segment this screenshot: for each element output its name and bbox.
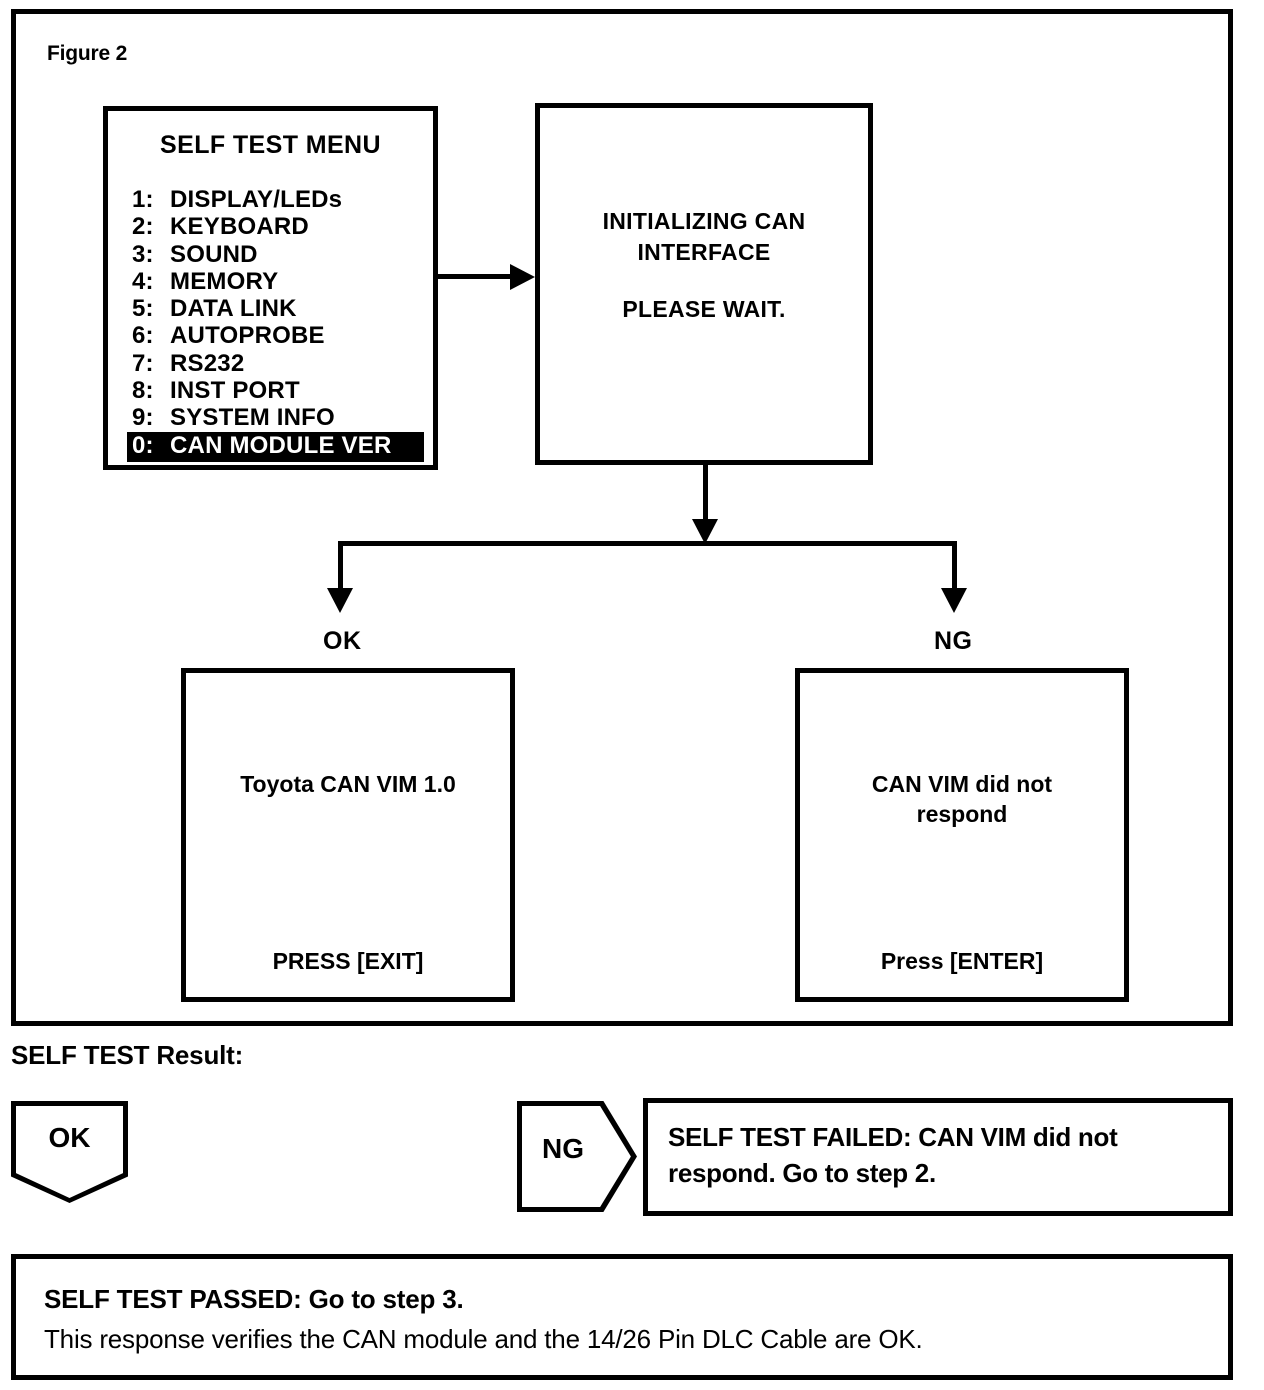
ng-result-message-line2: respond xyxy=(916,801,1008,827)
menu-item-number: 5: xyxy=(132,295,154,323)
self-test-menu-list: 1: DISPLAY/LEDs 2: KEYBOARD 3: SOUND 4: MEMO… xyxy=(108,186,433,462)
menu-item-label: RS232 xyxy=(170,349,245,377)
figure-frame: Figure 2 SELF TEST MENU 1: DISPLAY/LEDs 2… xyxy=(11,9,1233,1026)
arrow-right-icon xyxy=(510,263,535,290)
menu-item-inst-port[interactable]: 8: INST PORT xyxy=(108,377,433,404)
menu-item-sound[interactable]: 3: SOUND xyxy=(108,241,433,268)
ok-result-footer: PRESS [EXIT] xyxy=(272,948,424,974)
result-badge-ok-label: OK xyxy=(48,1122,91,1153)
menu-item-keyboard[interactable]: 2: KEYBOARD xyxy=(108,213,433,240)
connector-ok-branch xyxy=(338,541,343,595)
arrow-down-icon xyxy=(327,588,353,613)
menu-item-display-leds[interactable]: 1: DISPLAY/LEDs xyxy=(108,186,433,213)
menu-item-memory[interactable]: 4: MEMORY xyxy=(108,268,433,295)
menu-item-label: SOUND xyxy=(170,240,258,268)
self-test-menu-title: SELF TEST MENU xyxy=(160,131,381,159)
menu-item-label: SYSTEM INFO xyxy=(170,404,335,432)
menu-item-system-info[interactable]: 9: SYSTEM INFO xyxy=(108,404,433,431)
connector-split-bar xyxy=(338,541,957,546)
menu-item-autoprobe[interactable]: 6: AUTOPROBE xyxy=(108,322,433,349)
branch-label-ng: NG xyxy=(934,627,973,655)
can-initializing-text: INITIALIZING CAN INTERFACE PLEASE WAIT. xyxy=(540,206,868,325)
arrow-down-icon xyxy=(941,588,967,613)
ng-failure-message-text: SELF TEST FAILED: CAN VIM did not respon… xyxy=(668,1119,1216,1191)
menu-item-label: CAN MODULE VER xyxy=(170,431,392,459)
connector-menu-to-can xyxy=(438,274,513,279)
menu-item-data-link[interactable]: 5: DATA LINK xyxy=(108,295,433,322)
ng-result-message: CAN VIM did not respond xyxy=(800,769,1124,829)
ng-result-screen: CAN VIM did not respond Press [ENTER] xyxy=(795,668,1129,1002)
menu-item-label: AUTOPROBE xyxy=(170,322,325,350)
passed-message-box: SELF TEST PASSED: Go to step 3. This res… xyxy=(11,1254,1233,1380)
figure-label: Figure 2 xyxy=(47,42,128,65)
menu-item-rs232[interactable]: 7: RS232 xyxy=(108,350,433,377)
can-init-line2: INTERFACE xyxy=(637,239,771,265)
result-badge-ok: OK xyxy=(11,1101,128,1203)
connector-ng-branch xyxy=(952,541,957,595)
can-init-line1: INITIALIZING CAN xyxy=(602,208,806,234)
menu-item-number: 0: xyxy=(132,431,154,459)
menu-item-number: 3: xyxy=(132,240,154,268)
can-initializing-screen: INITIALIZING CAN INTERFACE PLEASE WAIT. xyxy=(535,103,873,465)
menu-item-label: INST PORT xyxy=(170,377,300,405)
ng-failure-line1: SELF TEST FAILED: CAN VIM did xyxy=(668,1122,1071,1152)
menu-item-label: KEYBOARD xyxy=(170,213,309,241)
menu-item-number: 7: xyxy=(132,349,154,377)
menu-item-number: 8: xyxy=(132,377,154,405)
passed-message-line2: This response verifies the CAN module an… xyxy=(44,1324,923,1354)
menu-item-number: 2: xyxy=(132,213,154,241)
result-badge-ng-label: NG xyxy=(542,1133,584,1164)
result-badge-ng: NG xyxy=(517,1101,637,1212)
menu-item-label: DATA LINK xyxy=(170,295,297,323)
self-test-result-heading: SELF TEST Result: xyxy=(11,1040,244,1070)
spacer xyxy=(540,268,868,294)
arrow-down-icon xyxy=(692,519,718,544)
menu-item-number: 6: xyxy=(132,322,154,350)
ng-result-message-line1: CAN VIM did not xyxy=(871,771,1053,797)
connector-can-down xyxy=(703,465,708,525)
ng-result-footer: Press [ENTER] xyxy=(880,948,1044,974)
ng-failure-line2: not respond. Go to step 2. xyxy=(668,1122,1118,1188)
menu-item-number: 9: xyxy=(132,404,154,432)
menu-item-can-module-ver-selected[interactable]: 0: CAN MODULE VER xyxy=(127,431,424,462)
menu-item-label: DISPLAY/LEDs xyxy=(170,186,343,213)
can-init-line3: PLEASE WAIT. xyxy=(622,296,786,322)
ok-result-message: Toyota CAN VIM 1.0 xyxy=(240,771,456,797)
passed-message-line1: SELF TEST PASSED: Go to step 3. xyxy=(44,1284,464,1314)
menu-item-number: 1: xyxy=(132,186,154,213)
ng-failure-message-box: SELF TEST FAILED: CAN VIM did not respon… xyxy=(643,1098,1233,1216)
menu-item-number: 4: xyxy=(132,267,154,295)
self-test-menu-screen: SELF TEST MENU 1: DISPLAY/LEDs 2: KEYBOARD… xyxy=(103,106,438,470)
ok-result-screen: Toyota CAN VIM 1.0 PRESS [EXIT] xyxy=(181,668,515,1002)
branch-label-ok: OK xyxy=(323,627,362,655)
menu-item-label: MEMORY xyxy=(170,267,279,295)
